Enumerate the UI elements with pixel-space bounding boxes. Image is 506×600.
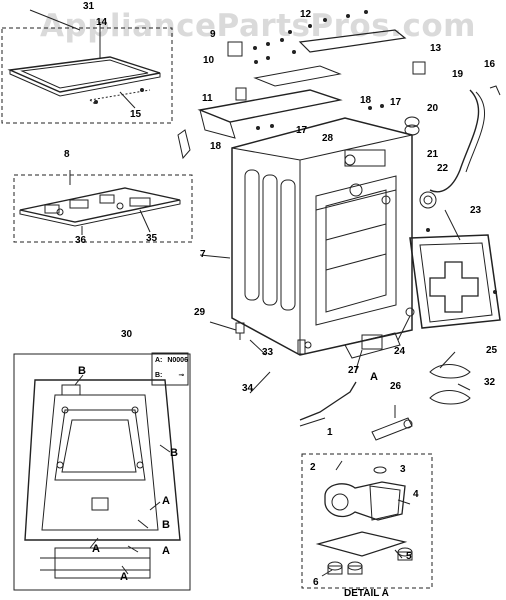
callout-11: 11 — [202, 93, 213, 104]
callout-30: 30 — [121, 329, 133, 340]
callout-5: 5 — [406, 551, 412, 562]
callout-10: 10 — [203, 55, 215, 66]
callout-24: 24 — [394, 346, 406, 357]
top-panel-bar — [298, 29, 407, 53]
callout-32: 32 — [484, 377, 496, 388]
screw-dots — [94, 10, 497, 294]
part-13-box — [412, 61, 426, 75]
part-18-clip — [177, 129, 191, 160]
callout-1: 1 — [327, 427, 333, 438]
letter-b-3: B — [162, 519, 170, 531]
callout-8: 8 — [64, 149, 70, 160]
legend-b-screw-icon: ⊸ — [178, 372, 185, 379]
legend-a-label: A: — [155, 357, 163, 364]
callout-9: 9 — [210, 29, 216, 40]
callout-35: 35 — [146, 233, 158, 244]
callout-18a: 18 — [360, 95, 372, 106]
legend-a: A: N0006 — [155, 357, 188, 364]
base-frame-box — [13, 353, 191, 591]
part-22-ring — [419, 191, 437, 209]
callout-22: 22 — [437, 163, 449, 174]
callout-15: 15 — [130, 109, 142, 120]
callout-26: 26 — [390, 381, 402, 392]
pump-motor — [324, 481, 406, 521]
legend-box — [151, 352, 189, 386]
letter-b-1: B — [78, 365, 86, 377]
drain-hose — [429, 89, 480, 193]
letter-a-2: A — [162, 545, 170, 557]
callout-27: 27 — [348, 365, 360, 376]
callout-6: 6 — [313, 577, 319, 588]
legend-a-code: N0006 — [167, 357, 188, 364]
callout-31: 31 — [83, 1, 95, 12]
callout-25: 25 — [486, 345, 498, 356]
detail-a-box — [301, 453, 433, 589]
letter-a-4: A — [120, 571, 128, 583]
callout-17a: 17 — [390, 97, 402, 108]
detail-a-caption: DETAIL A — [344, 588, 389, 599]
pump-bracket — [344, 332, 401, 359]
legend-b-label: B: — [155, 372, 163, 379]
wire-harness-27 — [299, 381, 357, 421]
callout-14: 14 — [96, 17, 108, 28]
callout-4: 4 — [413, 489, 419, 500]
callout-13: 13 — [430, 43, 442, 54]
part-12-panel — [253, 65, 342, 87]
part-10-box — [235, 87, 247, 101]
callout-18b: 18 — [210, 141, 222, 152]
callout-36: 36 — [75, 235, 87, 246]
control-panel — [197, 89, 343, 123]
callout-21: 21 — [427, 149, 439, 160]
part-20-cap — [404, 116, 420, 128]
pcb-box — [13, 174, 193, 243]
legend-b: B: ⊸ — [155, 371, 184, 379]
callout-19: 19 — [452, 69, 464, 80]
callout-28: 28 — [322, 133, 334, 144]
pcb-outline — [19, 187, 181, 223]
part-9-box — [227, 41, 243, 57]
callout-33: 33 — [262, 347, 274, 358]
hose-25 — [429, 364, 471, 379]
front-door — [409, 234, 501, 329]
top-cover-box — [1, 27, 173, 124]
callout-16: 16 — [484, 59, 496, 70]
callout-3: 3 — [400, 464, 406, 475]
callout-20: 20 — [427, 103, 439, 114]
callout-12: 12 — [300, 9, 312, 20]
base-frame — [24, 379, 181, 541]
letter-b-2: B — [170, 447, 178, 459]
letter-a-1: A — [162, 495, 170, 507]
pump-base-plate — [315, 531, 408, 557]
callout-29: 29 — [194, 307, 206, 318]
callout-7: 7 — [200, 249, 206, 260]
callout-2: 2 — [310, 462, 316, 473]
letter-a-3: A — [92, 543, 100, 555]
cabinet-body — [231, 117, 413, 356]
letter-a-pump: A — [370, 371, 378, 383]
callout-17b: 17 — [296, 125, 308, 136]
heater-26 — [371, 417, 413, 441]
hose-32 — [429, 390, 471, 405]
callout-23: 23 — [470, 205, 482, 216]
callout-34: 34 — [242, 383, 254, 394]
